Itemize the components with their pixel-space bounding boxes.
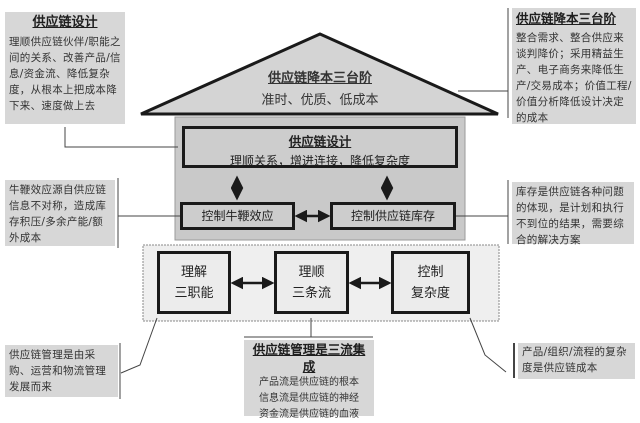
callout-bottom-center-title: 供应链管理是三流集成 (252, 342, 366, 374)
pillar-3-line1: 控制 (417, 265, 444, 280)
pillar-2-line1: 理顺 (298, 265, 325, 280)
callout-top-left-title: 供应链设计 (32, 15, 98, 30)
roof-subtitle: 准时、优质、低成本 (261, 93, 379, 108)
design-box-title: 供应链设计 (288, 134, 352, 149)
callout-top-right-text: 整合需求、整合供应来谈判降价；采用精益生产、电子商务来降低生产/交易成本；价值工… (516, 32, 632, 124)
connector-bottom-right (469, 317, 507, 373)
pillar-1-line1: 理解 (180, 265, 207, 280)
callout-bottom-right-text: 产品/组织/流程的复杂度是供应链成本 (522, 346, 627, 374)
callout-cost-reduction-steps: 供应链降本三台阶 整合需求、整合供应来谈判降价；采用精益生产、电子商务来降低生产… (512, 8, 636, 124)
pillar-streamline-flows: 理顺 三条流 (274, 251, 349, 314)
callout-scm-origin: 供应链管理是由采购、运营和物流管理发展而来 (5, 345, 118, 397)
pillar-1-line2: 三职能 (174, 286, 214, 301)
flow-capital-line: 资金流是供应链的血液 (259, 409, 359, 420)
callout-top-left-text: 理顺供应链伙伴/职能之间的关系、改善产品/信息/资金流、降低复杂度，从根本上把成… (9, 36, 121, 112)
connector-bottom-left (120, 317, 158, 374)
bullwhip-control-box: 控制牛鞭效应 (180, 202, 295, 230)
design-box-subtitle: 理顺关系，增进连接，降低复杂度 (229, 154, 410, 168)
callout-mid-left-text: 牛鞭效应源自供应链信息不对称，造成库存积压/多余产能/额外成本 (9, 184, 107, 244)
supply-chain-design-box: 供应链设计 理顺关系，增进连接，降低复杂度 (182, 126, 458, 168)
callout-inventory: 库存是供应链各种问题的体现，是计划和执行不到位的结果，需要综合的解决方案 (512, 182, 634, 246)
pillar-2-line2: 三条流 (291, 286, 331, 301)
connector-top-left (64, 127, 178, 148)
callout-top-right-title: 供应链降本三台阶 (516, 11, 617, 26)
roof-title: 供应链降本三台阶 (267, 71, 372, 86)
callout-mid-right-text: 库存是供应链各种问题的体现，是计划和执行不到位的结果，需要综合的解决方案 (516, 186, 624, 246)
callout-supply-chain-design: 供应链设计 理顺供应链伙伴/职能之间的关系、改善产品/信息/资金流、降低复杂度，… (5, 12, 125, 124)
callout-bullwhip-effect: 牛鞭效应源自供应链信息不对称，造成库存积压/多余产能/额外成本 (5, 180, 115, 246)
pillar-understand-functions: 理解 三职能 (157, 251, 231, 314)
inventory-control-box: 控制供应链库存 (330, 202, 456, 230)
pillar-control-complexity: 控制 复杂度 (391, 251, 470, 314)
pillar-3-line2: 复杂度 (410, 286, 450, 301)
callout-bottom-left-text: 供应链管理是由采购、运营和物流管理发展而来 (9, 349, 107, 393)
flow-information-line: 信息流是供应链的神经 (259, 393, 359, 404)
roof-triangle (140, 32, 499, 116)
callout-three-flows: 供应链管理是三流集成 产品流是供应链的根本 信息流是供应链的神经 资金流是供应链… (244, 340, 374, 420)
callout-complexity-cost: 产品/组织/流程的复杂度是供应链成本 (518, 343, 635, 379)
flow-product-line: 产品流是供应链的根本 (259, 377, 359, 388)
